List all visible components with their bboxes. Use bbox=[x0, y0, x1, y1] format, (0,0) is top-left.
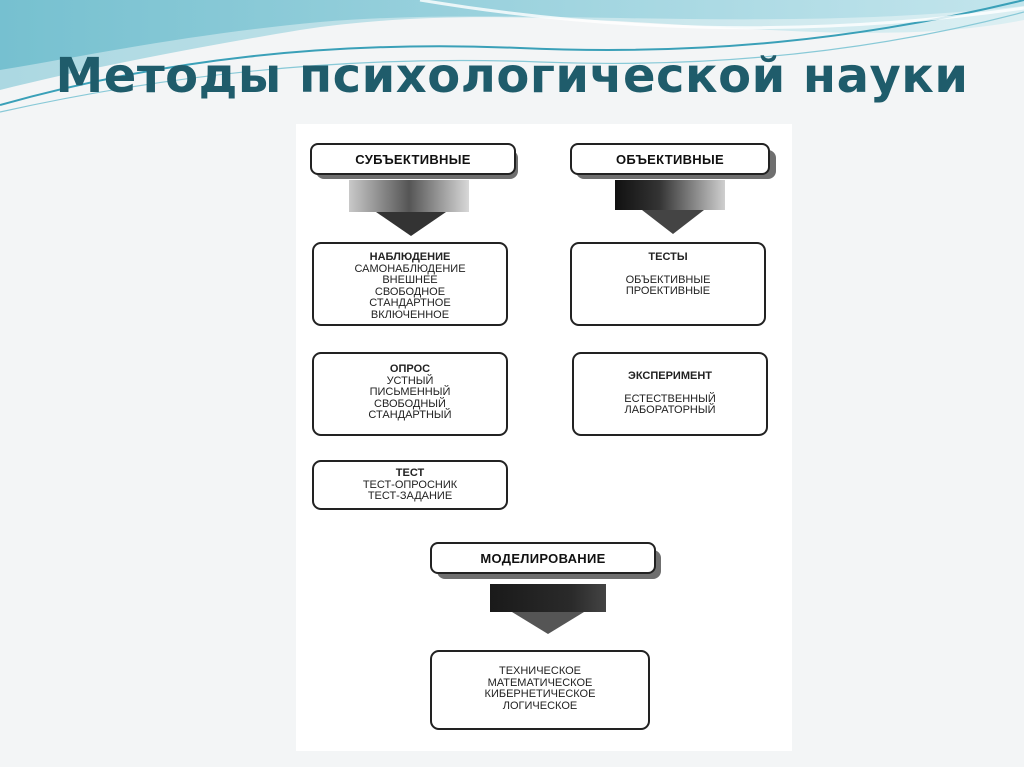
tests-item: ОБЪЕКТИВНЫЕ bbox=[625, 273, 711, 286]
subjective-header: СУБЪЕКТИВНЫЕ bbox=[310, 143, 516, 175]
modeling-types-box: ТЕХНИЧЕСКОЕ МАТЕМАТИЧЕСКОЕ КИБЕРНЕТИЧЕСК… bbox=[430, 650, 650, 730]
test-item: ТЕСТ-ЗАДАНИЕ bbox=[367, 490, 453, 502]
modeling-item: МАТЕМАТИЧЕСКОЕ bbox=[487, 676, 593, 689]
modeling-header-label: МОДЕЛИРОВАНИЕ bbox=[480, 550, 606, 566]
diagram-sheet: СУБЪЕКТИВНЫЕ ОБЪЕКТИВНЫЕ НАБЛЮДЕНИЕ САМО… bbox=[296, 124, 792, 751]
test-box: ТЕСТ ТЕСТ-ОПРОСНИК ТЕСТ-ЗАДАНИЕ bbox=[312, 460, 508, 510]
objective-header: ОБЪЕКТИВНЫЕ bbox=[570, 143, 770, 175]
experiment-title: ЭКСПЕРИМЕНТ bbox=[628, 370, 712, 382]
modeling-item: ТЕХНИЧЕСКОЕ bbox=[498, 665, 582, 677]
survey-box: ОПРОС УСТНЫЙ ПИСЬМЕННЫЙ СВОБОДНЫЙ СТАНДА… bbox=[312, 352, 508, 436]
test-item: ТЕСТ-ОПРОСНИК bbox=[362, 478, 458, 491]
modeling-item: КИБЕРНЕТИЧЕСКОЕ bbox=[484, 688, 596, 700]
slide-title: Методы психологической науки bbox=[55, 48, 969, 104]
observation-item: САМОНАБЛЮДЕНИЕ bbox=[354, 262, 466, 275]
observation-box: НАБЛЮДЕНИЕ САМОНАБЛЮДЕНИЕ ВНЕШНЕЕ СВОБОД… bbox=[312, 242, 508, 326]
objective-header-label: ОБЪЕКТИВНЫЕ bbox=[616, 151, 724, 167]
objective-arrow bbox=[615, 180, 725, 234]
survey-item: СТАНДАРТНЫЙ bbox=[368, 409, 452, 421]
test-title: ТЕСТ bbox=[395, 467, 425, 479]
experiment-item: ЛАБОРАТОРНЫЙ bbox=[624, 404, 716, 416]
experiment-box: ЭКСПЕРИМЕНТ ЕСТЕСТВЕННЫЙ ЛАБОРАТОРНЫЙ bbox=[572, 352, 768, 436]
observation-item: СТАНДАРТНОЕ bbox=[369, 297, 451, 309]
experiment-item: ЕСТЕСТВЕННЫЙ bbox=[624, 392, 716, 405]
tests-title: ТЕСТЫ bbox=[648, 251, 688, 263]
survey-title: ОПРОС bbox=[389, 363, 431, 375]
tests-item: ПРОЕКТИВНЫЕ bbox=[625, 285, 711, 297]
modeling-header: МОДЕЛИРОВАНИЕ bbox=[430, 542, 656, 574]
modeling-item: ЛОГИЧЕСКОЕ bbox=[502, 699, 578, 712]
survey-item: СВОБОДНЫЙ bbox=[374, 397, 446, 410]
observation-item: ВНЕШНЕЕ bbox=[382, 274, 438, 286]
observation-item: ВКЛЮЧЕННОЕ bbox=[370, 308, 450, 321]
survey-item: УСТНЫЙ bbox=[386, 374, 434, 387]
subjective-arrow bbox=[349, 180, 469, 236]
tests-box: ТЕСТЫ ОБЪЕКТИВНЫЕ ПРОЕКТИВНЫЕ bbox=[570, 242, 766, 326]
subjective-header-label: СУБЪЕКТИВНЫЕ bbox=[355, 151, 471, 167]
decorative-waves bbox=[0, 0, 1024, 113]
modeling-arrow bbox=[490, 584, 606, 634]
observation-item: СВОБОДНОЕ bbox=[374, 285, 446, 298]
survey-item: ПИСЬМЕННЫЙ bbox=[369, 386, 451, 398]
observation-title: НАБЛЮДЕНИЕ bbox=[369, 251, 451, 263]
